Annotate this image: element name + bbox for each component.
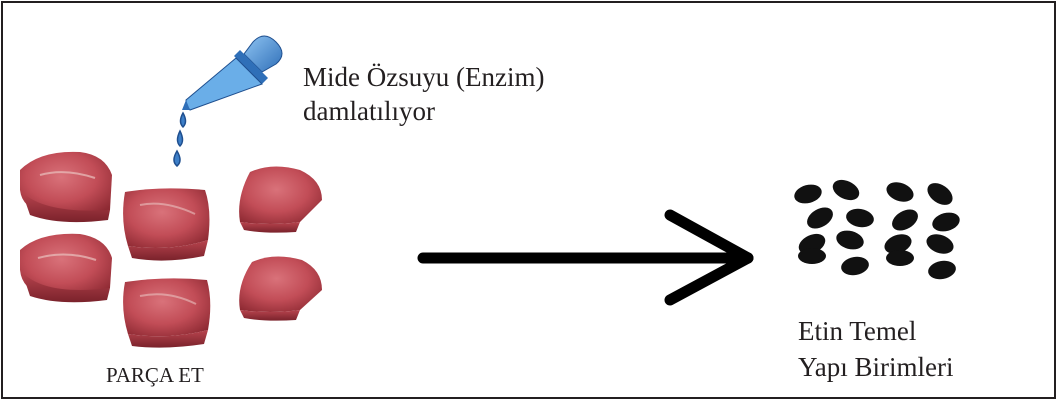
dropper-icon (182, 35, 283, 111)
structural-unit-icon (794, 179, 960, 280)
result-line-1: Etin Temel (798, 316, 917, 346)
meat-chunk-icon (123, 188, 210, 261)
drop-icon (179, 111, 187, 129)
meat-chunk-icon (20, 233, 112, 303)
drop-icon (176, 129, 184, 148)
result-line-2: Yapı Birimleri (798, 352, 954, 382)
meat-chunk-icon (20, 151, 112, 223)
meat-chunk-icon (123, 278, 211, 348)
arrow-icon (417, 209, 754, 306)
instruction-line-1: Mide Özsuyu (Enzim) (303, 62, 545, 92)
instruction-line-2: damlatılıyor (303, 96, 435, 126)
meat-chunk-icon (239, 166, 322, 233)
instruction-text: Mide Özsuyu (Enzim) damlatılıyor (303, 60, 544, 128)
result-label: Etin Temel Yapı Birimleri (798, 313, 954, 385)
drop-icon (173, 149, 181, 167)
meat-label: PARÇA ET (106, 363, 204, 387)
meat-chunk-icon (239, 256, 322, 321)
